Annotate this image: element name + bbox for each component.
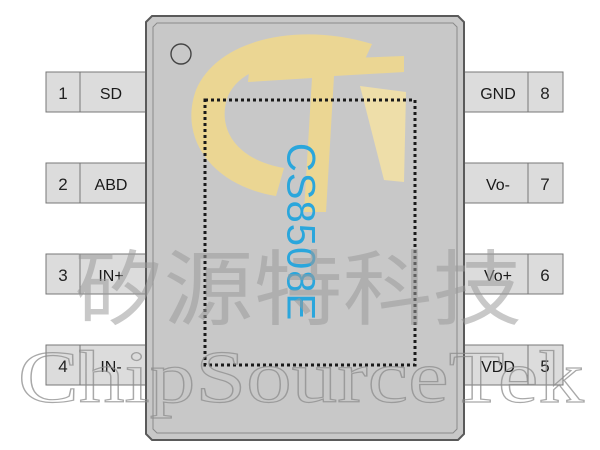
pin-label: GND bbox=[480, 86, 516, 103]
pin-8: GND 8 bbox=[463, 71, 564, 113]
pin-label: IN- bbox=[100, 359, 121, 376]
pin-number: 6 bbox=[540, 266, 549, 285]
pin-label: ABD bbox=[95, 177, 128, 194]
exposed-pad-outline bbox=[203, 98, 417, 367]
pin1-marker-circle bbox=[170, 43, 192, 65]
pin-label: SD bbox=[100, 86, 122, 103]
pin-label: IN+ bbox=[98, 268, 123, 285]
logo-watermark bbox=[191, 34, 406, 212]
pin-number: 2 bbox=[58, 175, 67, 194]
pin-number: 8 bbox=[540, 84, 549, 103]
pin-7: Vo- 7 bbox=[463, 162, 564, 204]
pin-number: 1 bbox=[58, 84, 67, 103]
right-pins: GND 8 Vo- 7 Vo+ 6 VDD 5 bbox=[463, 71, 564, 386]
pin-number: 7 bbox=[540, 175, 549, 194]
pin-6: Vo+ 6 bbox=[463, 253, 564, 295]
chip-part-number: CS8508E bbox=[278, 143, 322, 321]
pin-label: Vo- bbox=[486, 177, 510, 194]
pin-label: Vo+ bbox=[484, 268, 512, 285]
watermark-english: ChipSourceTek bbox=[18, 337, 584, 419]
pin-label: VDD bbox=[481, 359, 515, 376]
pin-3: 3 IN+ bbox=[45, 253, 147, 295]
pin-number: 3 bbox=[58, 266, 67, 285]
pin-1: 1 SD bbox=[45, 71, 147, 113]
pin-4: 4 IN- bbox=[45, 344, 147, 386]
pin-2: 2 ABD bbox=[45, 162, 147, 204]
pin-5: VDD 5 bbox=[463, 344, 564, 386]
watermark-chinese: 矽源特科技 bbox=[74, 243, 522, 338]
pin-number: 5 bbox=[540, 357, 549, 376]
left-pins: 1 SD 2 ABD 3 IN+ 4 IN- bbox=[45, 71, 147, 386]
pin-number: 4 bbox=[58, 357, 67, 376]
